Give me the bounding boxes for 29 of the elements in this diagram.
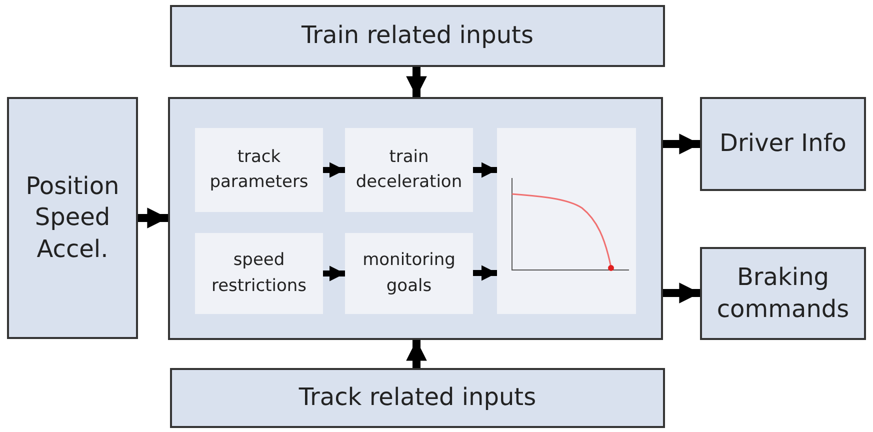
arrow [323, 162, 345, 178]
node-label: monitoring goals [362, 249, 456, 298]
node-label: train deceleration [355, 146, 463, 194]
process-panel [168, 97, 663, 340]
node-label: track parameters [208, 146, 310, 194]
arrow [406, 340, 427, 368]
process-box [170, 5, 665, 67]
process-box [700, 247, 866, 340]
process-box [195, 128, 323, 212]
node-label: Train related inputs [302, 20, 534, 52]
process-box [7, 97, 138, 339]
process-box [170, 368, 665, 428]
arrow [323, 266, 345, 282]
node-label: Braking commands [716, 262, 850, 324]
node-label: Driver Info [720, 128, 846, 160]
process-box [195, 233, 323, 314]
process-box [345, 233, 473, 314]
arrow [138, 208, 168, 228]
arrow [663, 282, 700, 304]
node-label: speed restrictions [210, 249, 308, 298]
node-label: Track related inputs [298, 382, 536, 414]
node-label: Position Speed Accel. [24, 171, 120, 265]
process-box [345, 128, 473, 212]
chart-panel [497, 128, 636, 314]
arrow [473, 162, 497, 178]
process-box [700, 97, 866, 191]
arrow [663, 134, 700, 154]
arrow [406, 67, 427, 97]
arrow [473, 265, 497, 281]
